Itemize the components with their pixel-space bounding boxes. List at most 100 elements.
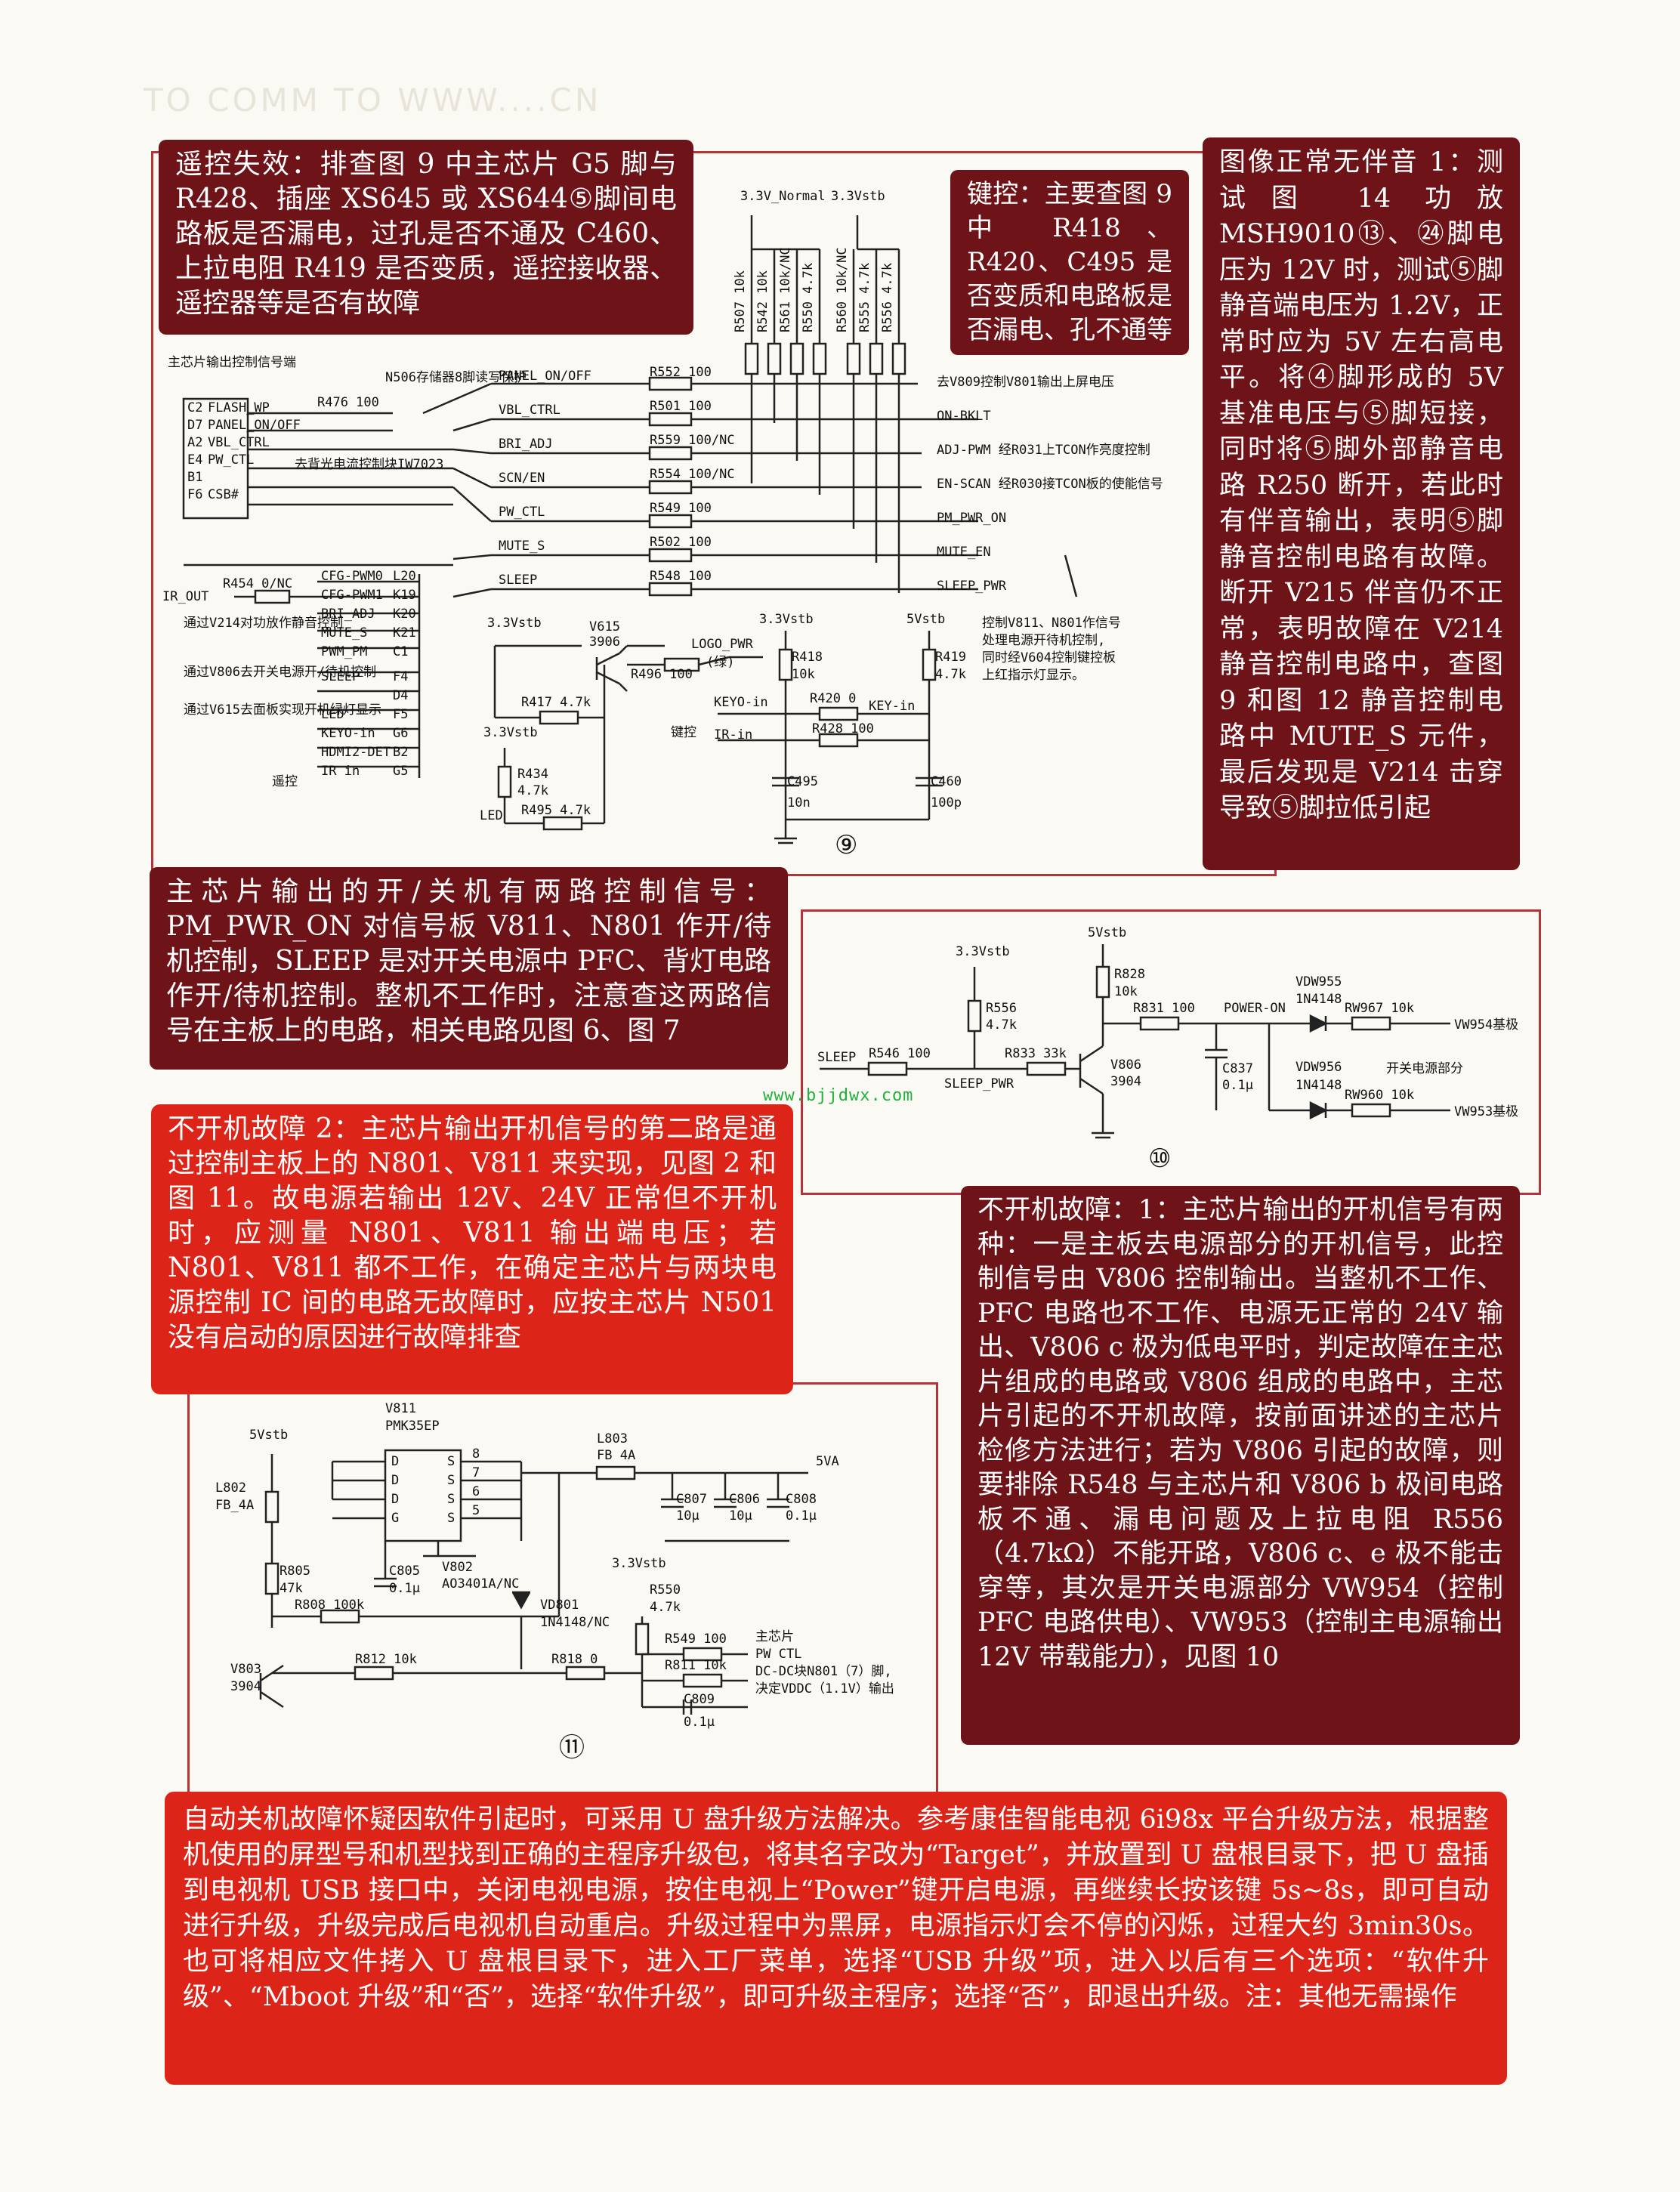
fig10-v33: 3.3Vstb — [956, 944, 1010, 959]
fig11-note-chip: 主芯片 — [755, 1629, 794, 1644]
fig11-v802: V802 — [442, 1560, 473, 1575]
fig9-pullup-label: R561 10k/NC — [778, 247, 793, 332]
fig11-r812: R812 10k — [355, 1652, 417, 1667]
fig11-v811-type: PMK35EP — [385, 1419, 440, 1434]
remote-fault-box: 遥控失效：排查图 9 中主芯片 G5 脚与 R428、插座 XS645 或 XS… — [159, 140, 693, 335]
fig9-left-pin-name: LED — [321, 707, 344, 722]
fig9-left-pin-id: F4 — [393, 669, 408, 684]
auto-off-text: 自动关机故障怀疑因软件引起时，可采用 U 盘升级方法解决。参考康佳智能电视 6i… — [183, 1805, 1489, 2012]
fig9-r428: R428 100 — [812, 721, 874, 736]
fig11-5va: 5VA — [816, 1454, 839, 1469]
fig11-vd801-type: 1N4148/NC — [540, 1615, 610, 1630]
fig11-pin-5: 5 — [472, 1503, 480, 1518]
fig9-r418-val: 10k — [792, 667, 815, 682]
fig11-c808: C808 — [786, 1492, 817, 1507]
fig9-callout-1: 控制V811、N801作信号 — [982, 616, 1121, 631]
fig9-r419: R419 — [935, 650, 966, 665]
fig9-left-pin-id: G6 — [393, 726, 408, 741]
fig9-left-pin-id: D4 — [393, 688, 408, 703]
fig11-v811: V811 — [385, 1401, 416, 1416]
fig11-c809-val: 0.1μ — [684, 1715, 715, 1730]
fig10-sleep-pwr: SLEEP_PWR — [944, 1076, 1014, 1091]
fig9-r434: R434 — [517, 767, 548, 782]
fig9-r434-val: 4.7k — [517, 783, 548, 798]
fig11-r805-val: 47k — [279, 1581, 303, 1596]
fig11-v803-type: 3904 — [230, 1679, 261, 1694]
fig11-pin-s3: S — [447, 1492, 455, 1507]
fig11-c809: C809 — [684, 1692, 715, 1707]
fig9-chip-pin-name: VBL_CTRL — [208, 435, 270, 450]
fig9-logo-green: (绿) — [706, 655, 734, 670]
audio-fault-box: 图像正常无伴音 1：测试图 14 功放 MSH9010⑬、㉔脚电压为 12V 时… — [1203, 137, 1520, 870]
fig9-signal-resistor: R549 100 — [650, 501, 712, 516]
fig9-chip-pin-id: C2 — [187, 400, 202, 415]
fig11-l803: L803 — [597, 1431, 628, 1446]
no-start-2-box: 不开机故障 2：主芯片输出开机信号的第二路是通过控制主板上的 N801、V811… — [151, 1104, 793, 1394]
fig11-pin-8: 8 — [472, 1446, 480, 1462]
fig9-c460: C460 — [931, 774, 962, 789]
fig10-vdw955-type: 1N4148 — [1296, 992, 1342, 1007]
fig9-signal-target: 去V809控制V801输出上屏电压 — [937, 375, 1114, 390]
fig9-pullup-label: R550 4.7k — [801, 263, 816, 332]
fig9-signal-name: VBL_CTRL — [499, 403, 561, 418]
no-start-1-text: 不开机故障：1：主芯片输出的开机信号有两种：一是主板去电源部分的开机信号，此控制… — [977, 1195, 1503, 1672]
fig11-r811: R811 10k — [665, 1658, 727, 1673]
fig9-rail-3v3stb: 3.3Vstb — [831, 189, 885, 204]
fig9-key-in: KEY-in — [869, 699, 915, 714]
fig9-chip-pin-id: E4 — [187, 452, 202, 468]
fig9-logo-pwr: LOGO_PWR — [691, 637, 754, 652]
fig11-v5stb: 5Vstb — [249, 1428, 288, 1443]
fig9-left-pin-id: K20 — [393, 607, 416, 622]
fig9-led: LED — [480, 808, 503, 823]
fig11-vd801: VD801 — [540, 1598, 579, 1613]
fig10-v5: 5Vstb — [1088, 925, 1126, 940]
fig11-3v3stb: 3.3Vstb — [612, 1556, 666, 1571]
fig9-signal-target: EN-SCAN 经R030接TCON板的使能信号 — [937, 476, 1163, 492]
fig9-chip-pin-id: D7 — [187, 418, 202, 433]
fig9-left-pin-id: K19 — [393, 588, 416, 603]
keypad-fault-box: 键控：主要查图 9 中 R418、R420、C495 是否变质和电路板是否漏电、… — [950, 170, 1189, 355]
fig9-r495: R495 4.7k — [521, 803, 591, 818]
fig9-left-pin-name: SLEEP — [321, 669, 360, 684]
fig10-psu: 开关电源部分 — [1386, 1061, 1463, 1076]
fig11-pin-6: 6 — [472, 1484, 480, 1499]
fig11-l802: L802 — [215, 1480, 246, 1496]
fig9-r418: R418 — [792, 650, 823, 665]
fig10-vdw955: VDW955 — [1296, 974, 1342, 989]
fig9-v615: V615 — [589, 619, 620, 634]
fig10-power-on: POWER-ON — [1224, 1001, 1286, 1016]
fig9-note-v806: 通过V806去开关电源开/待机控制 — [184, 665, 376, 680]
fig11-v803: V803 — [230, 1662, 261, 1677]
fig9-callout-2: 处理电源开待机控制, — [982, 633, 1105, 648]
fig10-number: ⑩ — [1148, 1144, 1171, 1174]
fig11-number: ⑪ — [559, 1733, 585, 1763]
keypad-fault-text: 键控：主要查图 9 中 R418、R420、C495 是否变质和电路板是否漏电、… — [967, 179, 1172, 345]
fig9-c460-val: 100p — [931, 795, 962, 810]
fig9-pullup-label: R555 4.7k — [857, 263, 872, 332]
fig11-l802-val: FB_4A — [215, 1498, 254, 1513]
fig9-left-pin-name: MUTE_S — [321, 625, 367, 641]
fig9-rail-3v3stb-b: 3.3Vstb — [483, 725, 538, 740]
fig10-r833: R833 33k — [1005, 1046, 1067, 1061]
fig11-l803-val: FB 4A — [597, 1448, 635, 1463]
fig11-dcdc-1: DC-DC块N801（7）脚, — [755, 1664, 892, 1679]
fig9-rail-3v3stb-a: 3.3Vstb — [487, 616, 542, 631]
fig11-c805: C805 — [389, 1564, 420, 1579]
fig11-r808: R808 100k — [295, 1598, 364, 1613]
fig9-c495-val: 10n — [787, 795, 811, 810]
fig9-chip-pin-id: B1 — [187, 470, 202, 485]
pwr-signals-box: 主芯片输出的开/关机有两路控制信号：PM_PWR_ON 对信号板 V811、N8… — [150, 867, 788, 1070]
fig11-pin-7: 7 — [472, 1465, 480, 1480]
fig9-chip-pin-name: PANEL_ON/OFF — [208, 418, 301, 433]
fig9-signal-resistor: R548 100 — [650, 569, 712, 584]
fig9-left-pin-id: F5 — [393, 707, 408, 722]
fig9-left-pin-id: L20 — [393, 569, 416, 584]
fig9-ir-out: IR_OUT — [162, 589, 208, 604]
fig9-left-pin-name: IR in — [321, 764, 360, 779]
fig11-pin-s1: S — [447, 1454, 455, 1469]
fig9-signal-name: MUTE_S — [499, 539, 545, 554]
fig9-left-pin-name: PWM_PM — [321, 644, 367, 659]
fig9-rail-3v3-normal: 3.3V_Normal — [740, 189, 826, 204]
fig10-r556-val: 4.7k — [986, 1017, 1017, 1033]
fig9-number: ⑨ — [835, 830, 857, 860]
